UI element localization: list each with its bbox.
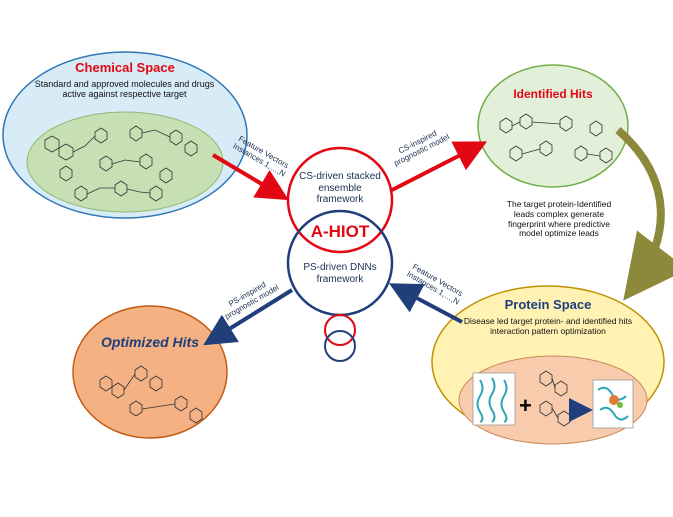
feedback-curved-arrow [615, 126, 673, 301]
chemical-molecule-panel [26, 111, 224, 213]
hits-molecule-sketches [499, 113, 613, 164]
optimized-molecule-sketches [99, 365, 203, 424]
optimized-hits-ellipse [72, 305, 228, 439]
ahiot-title: A-HIOT [310, 222, 370, 241]
small-navy-circle [324, 330, 356, 362]
cs-to-hits-arrow [391, 141, 488, 192]
identified-hits-ellipse [477, 64, 629, 188]
small-red-circle [324, 314, 356, 346]
optimized-hits-title: Optimized Hits [100, 334, 199, 350]
chemical-space-description: Standard and approved molecules and drug… [34, 79, 215, 100]
ps-framework-label: PS-driven DNNs framework [303, 262, 377, 285]
chemical-molecule-sketches [44, 125, 198, 202]
side-note: The target protein-Identified leads comp… [506, 199, 612, 239]
protein-space-title: Protein Space [504, 297, 592, 312]
plus-symbol: + [519, 393, 532, 418]
protein-space-description: Disease led target protein- and identifi… [463, 316, 633, 336]
ps-to-optimized-arrow [203, 288, 294, 346]
protein-to-ps-arrow [388, 283, 463, 324]
cs-framework-label: CS-driven stacked ensemble framework [299, 171, 381, 205]
chemical-to-cs-arrow [211, 153, 289, 201]
chemical-space-title: Chemical Space [75, 60, 175, 75]
complex-sketch [597, 386, 629, 421]
ligand-molecule-sketches [539, 370, 571, 427]
identified-hits-title: Identified Hits [513, 87, 593, 101]
protein-helix-sketch [476, 377, 508, 423]
